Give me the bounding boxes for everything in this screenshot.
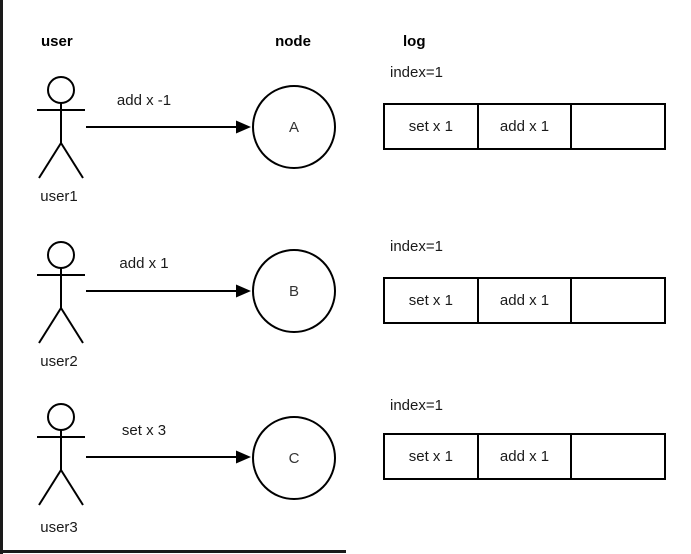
log-cell: set x 1 (408, 118, 453, 135)
user-label: user2 (40, 353, 78, 370)
message-arrow-icon (86, 284, 251, 298)
node-label: B (288, 282, 299, 300)
user-label: user1 (40, 188, 78, 205)
column-header-log: log (403, 33, 426, 50)
bottom-window-edge-line (0, 550, 346, 553)
column-header-node: node (275, 33, 311, 50)
message-label: add x -1 (116, 92, 172, 109)
log-table: set x 1 add x 1 (383, 433, 666, 480)
message-label: set x 3 (121, 422, 167, 439)
node-label: C (288, 449, 300, 467)
user-stick-figure-icon (37, 241, 85, 344)
log-cell: add x 1 (476, 435, 571, 478)
node-circle: B (252, 249, 336, 333)
message-label: add x 1 (119, 255, 169, 272)
log-cell-empty (570, 105, 664, 148)
user-label: user3 (40, 519, 78, 536)
log-index-label: index=1 (390, 397, 443, 414)
log-cell: add x 1 (476, 105, 571, 148)
log-cell: add x 1 (476, 279, 571, 322)
log-cell-empty (570, 435, 664, 478)
user-stick-figure-icon (37, 76, 85, 179)
log-cell-empty (570, 279, 664, 322)
log-table: set x 1 add x 1 (383, 103, 666, 150)
node-label: A (288, 118, 299, 136)
log-index-label: index=1 (390, 64, 443, 81)
log-cell: set x 1 (408, 448, 453, 465)
column-header-user: user (41, 33, 73, 50)
user-stick-figure-icon (37, 403, 85, 506)
left-window-edge-line (0, 0, 3, 554)
message-arrow-icon (86, 120, 251, 134)
node-circle: C (252, 416, 336, 500)
node-circle: A (252, 85, 336, 169)
log-cell: set x 1 (408, 292, 453, 309)
message-arrow-icon (86, 450, 251, 464)
log-table: set x 1 add x 1 (383, 277, 666, 324)
log-index-label: index=1 (390, 238, 443, 255)
